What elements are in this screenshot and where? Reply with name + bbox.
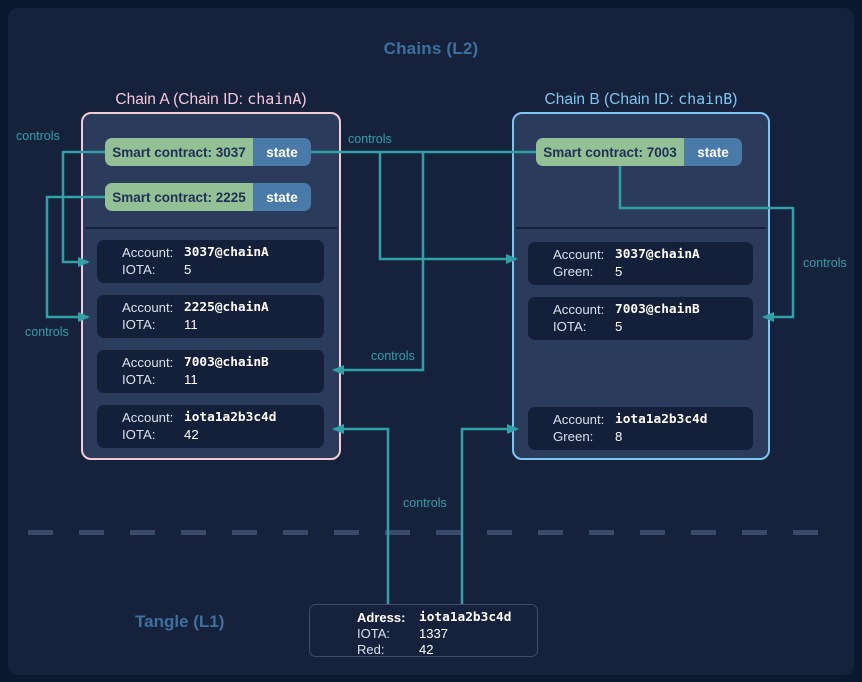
address-row: Adress: iota1a2b3c4d (357, 610, 537, 626)
contracts-accounts-divider (516, 227, 766, 229)
account-card-7003-chainB: Account: 7003@chainB IOTA: 5 (528, 297, 753, 340)
smart-contract-pill-3037: Smart contract: 3037 state (105, 138, 311, 166)
controls-label-left-top: controls (16, 129, 60, 143)
balance-label: IOTA: (122, 316, 156, 332)
balance-value: 11 (184, 316, 198, 332)
controls-label-mid-top: controls (348, 132, 392, 146)
balance-row: Green: 5 (553, 264, 753, 281)
iota-value: 1337 (419, 626, 448, 641)
account-label: Account: (553, 412, 605, 427)
chain-b-title-suffix: ) (732, 91, 738, 108)
account-row: Account: 7003@chainB (553, 302, 753, 319)
chain-b-id: chainB (678, 90, 733, 108)
account-label: Account: (122, 300, 174, 315)
iota-balance-row: IOTA: 1337 (357, 626, 537, 642)
chain-a-title: Chain A (Chain ID: chainA) (81, 90, 341, 109)
state-badge: state (253, 138, 311, 166)
balance-label: Green: (553, 263, 594, 279)
account-label: Account: (122, 245, 174, 260)
chain-a-id: chainA (247, 90, 302, 108)
l1-section-title: Tangle (L1) (135, 612, 225, 631)
chain-b-title-prefix: Chain B (Chain ID: (544, 91, 679, 108)
account-label: Account: (122, 355, 174, 370)
account-row: Account: 3037@chainA (122, 245, 324, 262)
balance-value: 5 (184, 261, 192, 277)
account-value: 7003@chainB (615, 302, 700, 317)
account-value: 2225@chainA (184, 300, 269, 315)
red-balance-row: Red: 42 (357, 642, 537, 658)
account-value: 7003@chainB (184, 355, 269, 370)
balance-value: 42 (184, 426, 199, 442)
controls-label-left-bottom: controls (25, 325, 69, 339)
account-row: Account: 7003@chainB (122, 355, 324, 372)
smart-contract-label: Smart contract: 7003 (536, 138, 684, 166)
chain-b-title: Chain B (Chain ID: chainB) (512, 90, 770, 109)
l1-address-card: Adress: iota1a2b3c4d IOTA: 1337 Red: 42 (309, 604, 538, 657)
balance-value: 5 (615, 263, 623, 279)
chain-a-title-prefix: Chain A (Chain ID: (115, 91, 248, 108)
account-label: Account: (553, 247, 605, 262)
contracts-accounts-divider (85, 227, 337, 229)
account-value: 3037@chainA (184, 245, 269, 260)
account-card-2225-chainA: Account: 2225@chainA IOTA: 11 (97, 295, 324, 338)
balance-row: IOTA: 11 (122, 372, 324, 389)
smart-contract-pill-2225: Smart contract: 2225 state (105, 183, 311, 211)
account-value: iota1a2b3c4d (615, 412, 708, 427)
balance-value: 8 (615, 428, 623, 444)
smart-contract-label: Smart contract: 2225 (105, 183, 253, 211)
balance-label: IOTA: (122, 426, 156, 442)
l1-l2-boundary-dashed-line (28, 530, 836, 535)
state-badge: state (253, 183, 311, 211)
address-label: Adress: (357, 610, 406, 625)
iota-label: IOTA: (357, 626, 390, 641)
account-row: Account: iota1a2b3c4d (122, 410, 324, 427)
account-card-iota-address: Account: iota1a2b3c4d Green: 8 (528, 407, 753, 450)
account-row: Account: 3037@chainA (553, 247, 753, 264)
balance-label: IOTA: (553, 318, 587, 334)
account-value: 3037@chainA (615, 247, 700, 262)
balance-row: Green: 8 (553, 429, 753, 446)
account-card-7003-chainB: Account: 7003@chainB IOTA: 11 (97, 350, 324, 393)
balance-label: IOTA: (122, 261, 156, 277)
address-value: iota1a2b3c4d (419, 610, 512, 625)
balance-row: IOTA: 11 (122, 317, 324, 334)
account-row: Account: iota1a2b3c4d (553, 412, 753, 429)
balance-label: IOTA: (122, 371, 156, 387)
balance-value: 5 (615, 318, 623, 334)
l2-section-title: Chains (L2) (383, 39, 479, 58)
red-label: Red: (357, 642, 385, 657)
chain-a-panel: Smart contract: 3037 state Smart contrac… (81, 112, 341, 460)
balance-row: IOTA: 5 (553, 319, 753, 336)
smart-contract-label: Smart contract: 3037 (105, 138, 253, 166)
chain-a-title-suffix: ) (301, 91, 307, 108)
account-card-iota-address: Account: iota1a2b3c4d IOTA: 42 (97, 405, 324, 448)
balance-row: IOTA: 5 (122, 262, 324, 279)
account-label: Account: (122, 410, 174, 425)
chain-b-panel: Smart contract: 7003 state Account: 3037@… (512, 112, 770, 460)
account-row: Account: 2225@chainA (122, 300, 324, 317)
controls-label-right: controls (803, 256, 847, 270)
controls-label-mid: controls (371, 349, 415, 363)
state-badge: state (684, 138, 742, 166)
controls-label-bottom: controls (403, 496, 447, 510)
account-card-3037-chainA: Account: 3037@chainA Green: 5 (528, 242, 753, 285)
balance-row: IOTA: 42 (122, 427, 324, 444)
balance-label: Green: (553, 428, 594, 444)
account-card-3037-chainA: Account: 3037@chainA IOTA: 5 (97, 240, 324, 283)
smart-contract-pill-7003: Smart contract: 7003 state (536, 138, 742, 166)
account-value: iota1a2b3c4d (184, 410, 277, 425)
balance-value: 11 (184, 371, 198, 387)
red-value: 42 (419, 642, 434, 657)
account-label: Account: (553, 302, 605, 317)
